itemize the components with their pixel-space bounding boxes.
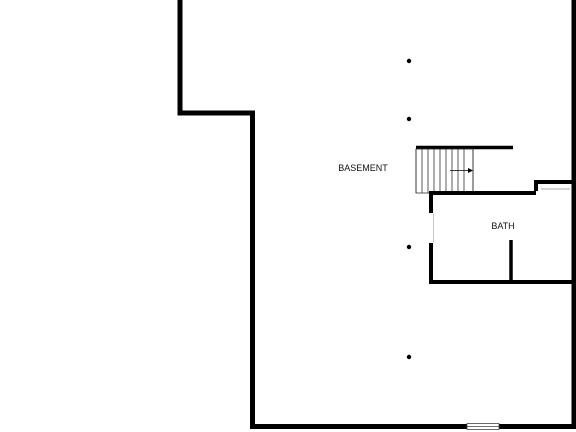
ceiling-light — [406, 58, 412, 64]
stair-arrow-head — [468, 168, 473, 173]
ceiling-light — [406, 354, 412, 360]
ceiling-light — [406, 244, 412, 250]
room-label-basement: BASEMENT — [338, 163, 388, 173]
ceiling-light — [406, 116, 412, 122]
room-label-bath: BATH — [491, 221, 514, 231]
bath-walls — [429, 180, 574, 284]
staircase — [415, 145, 513, 194]
outer-wall — [177, 0, 576, 429]
